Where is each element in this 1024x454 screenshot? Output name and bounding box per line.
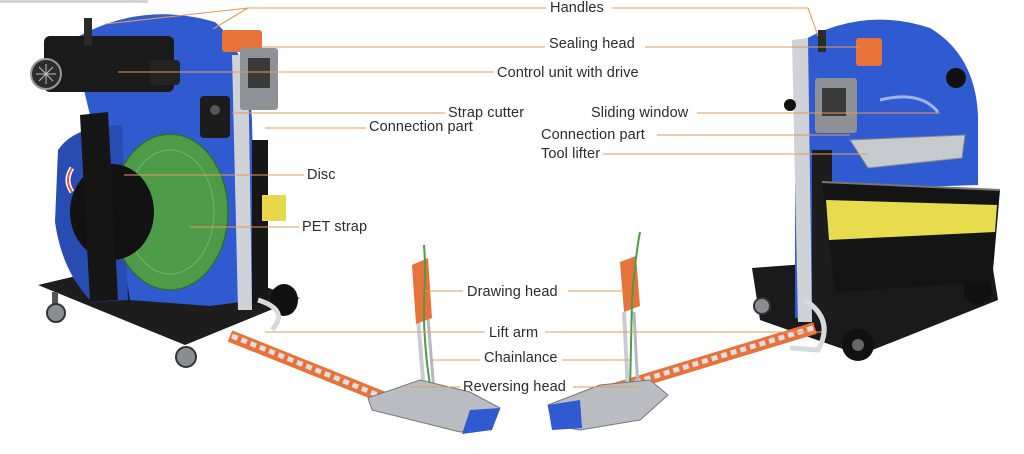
left-sealing-head-top <box>222 30 262 52</box>
right-sliding-window <box>879 95 940 113</box>
left-side-box <box>252 140 268 305</box>
left-chainlance-links <box>231 333 384 400</box>
left-strap-cutter <box>200 96 230 138</box>
label-disc: Disc <box>307 167 336 183</box>
leader-line-handles-right-b <box>807 7 819 37</box>
label-control-unit: Control unit with drive <box>497 65 639 81</box>
left-caster-wheel <box>46 303 66 323</box>
left-reversing-head-tip <box>462 408 500 434</box>
right-handle-pole <box>818 30 826 52</box>
label-connection-part-left: Connection part <box>369 119 473 135</box>
label-reversing-head: Reversing head <box>463 379 566 395</box>
label-handles: Handles <box>550 0 604 16</box>
left-strap-cutter-knob <box>210 105 220 115</box>
left-strapping-machine <box>30 14 501 434</box>
label-sealing-head: Sealing head <box>549 36 635 52</box>
right-chainlance-links <box>596 325 814 397</box>
right-caster-wheel <box>753 297 771 315</box>
right-drawing-head <box>620 256 640 312</box>
left-caster-wheel-front <box>175 346 197 368</box>
left-sealing-head-block <box>248 58 270 88</box>
right-pet-strap-tail <box>629 231 641 391</box>
left-wheel-stem <box>52 292 58 306</box>
right-yellow-band <box>826 200 997 240</box>
top-edge-bar <box>0 0 148 3</box>
right-lift-arm-rod-2 <box>632 311 640 393</box>
right-front-wheel-hub <box>852 339 864 351</box>
right-connection-pipe <box>789 297 827 353</box>
right-sealing-head-top <box>856 38 882 66</box>
left-control-unit <box>44 36 174 92</box>
label-tool-lifter: Tool lifter <box>541 146 601 162</box>
leader-line-handles-left-b <box>212 7 249 30</box>
right-reversing-head-tip <box>548 400 582 430</box>
left-connection-pipe <box>257 297 281 332</box>
leader-line-handles-left-a <box>104 7 249 25</box>
label-connection-part-right: Connection part <box>541 127 645 143</box>
left-cover-arrow-red <box>67 167 73 193</box>
left-stand-post <box>80 112 118 302</box>
label-pet-strap: PET strap <box>302 219 368 235</box>
label-chainlance: Chainlance <box>484 350 558 366</box>
right-small-knob <box>784 99 796 111</box>
label-drawing-head: Drawing head <box>467 284 558 300</box>
left-pet-strap-tail <box>422 244 431 386</box>
label-sliding-window: Sliding window <box>591 105 689 121</box>
left-fan-blades <box>36 64 56 84</box>
left-lift-arm-rod <box>416 317 426 393</box>
right-container-rim <box>821 181 1001 191</box>
right-strap-channel <box>792 38 812 322</box>
right-sealing-head-block <box>822 88 846 116</box>
right-lift-arm-rod <box>622 311 630 393</box>
right-knob <box>946 68 966 88</box>
left-lift-arm-rod-2 <box>426 317 436 393</box>
left-yellow-band <box>262 195 286 221</box>
label-lift-arm: Lift arm <box>489 325 539 341</box>
left-handle-pole <box>84 18 92 46</box>
right-tool-lifter <box>849 134 966 169</box>
left-strap-channel <box>232 55 252 310</box>
left-drawing-head <box>412 258 432 324</box>
label-strap-cutter: Strap cutter <box>448 105 525 121</box>
leader-lines <box>104 7 940 388</box>
right-strapping-machine <box>547 19 1001 431</box>
